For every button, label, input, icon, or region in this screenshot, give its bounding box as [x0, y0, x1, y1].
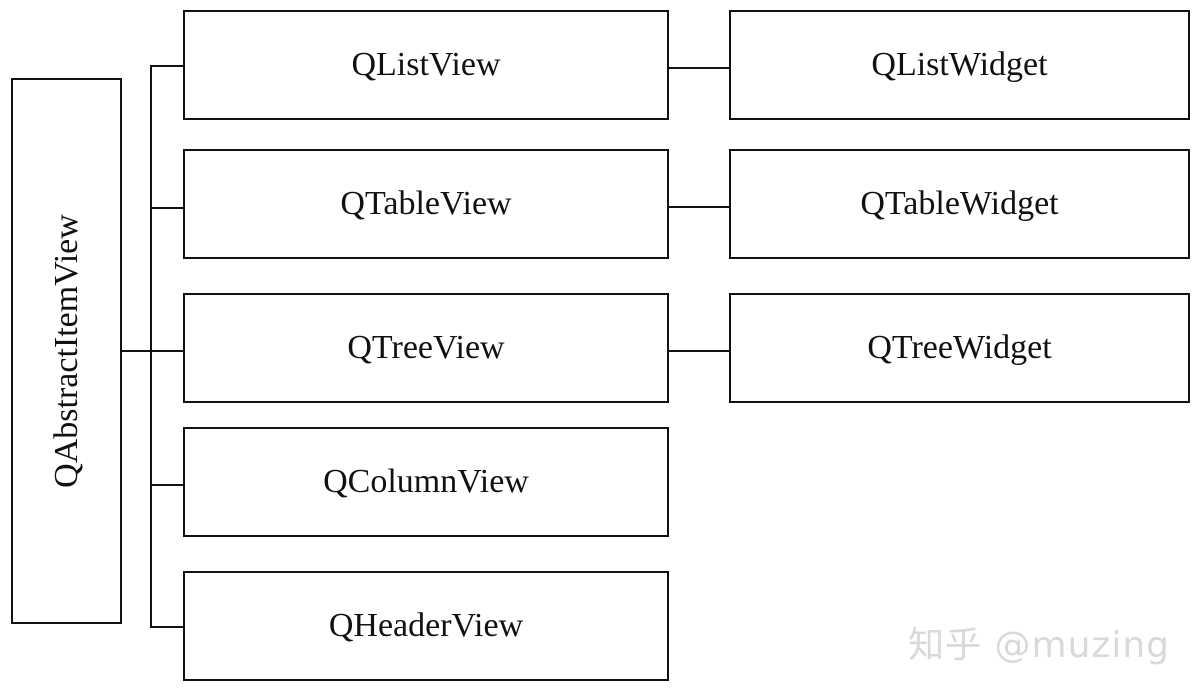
branch-qtableview: [150, 207, 184, 209]
node-label: QListWidget: [871, 46, 1048, 83]
node-label: QColumnView: [323, 463, 529, 500]
node-label: QTableWidget: [860, 185, 1059, 222]
watermark-text: 知乎 @muzing: [908, 625, 1170, 666]
node-qlistview: QListView: [183, 10, 669, 120]
node-qtableview: QTableView: [183, 149, 669, 259]
branch-qtreeview: [150, 350, 184, 352]
link-qlistview-qlistwidget: [669, 67, 730, 69]
node-label: QTreeWidget: [867, 329, 1052, 366]
node-qheaderview: QHeaderView: [183, 571, 669, 681]
root-connector: [122, 350, 152, 352]
branch-qheaderview: [150, 626, 184, 628]
branch-qcolumnview: [150, 484, 184, 486]
node-label: QAbstractItemView: [47, 214, 85, 488]
node-qcolumnview: QColumnView: [183, 427, 669, 537]
node-label: QListView: [351, 46, 501, 83]
node-qabstractitemview: QAbstractItemView: [11, 78, 122, 624]
link-qtreeview-qtreewidget: [669, 350, 730, 352]
node-label: QHeaderView: [328, 607, 524, 644]
node-label: QTreeView: [347, 329, 505, 366]
link-qtableview-qtablewidget: [669, 206, 730, 208]
node-qtreeview: QTreeView: [183, 293, 669, 403]
trunk-line: [150, 65, 152, 627]
node-qtreewidget: QTreeWidget: [729, 293, 1190, 403]
node-label: QTableView: [340, 185, 512, 222]
node-qlistwidget: QListWidget: [729, 10, 1190, 120]
branch-qlistview: [150, 65, 184, 67]
node-qtablewidget: QTableWidget: [729, 149, 1190, 259]
